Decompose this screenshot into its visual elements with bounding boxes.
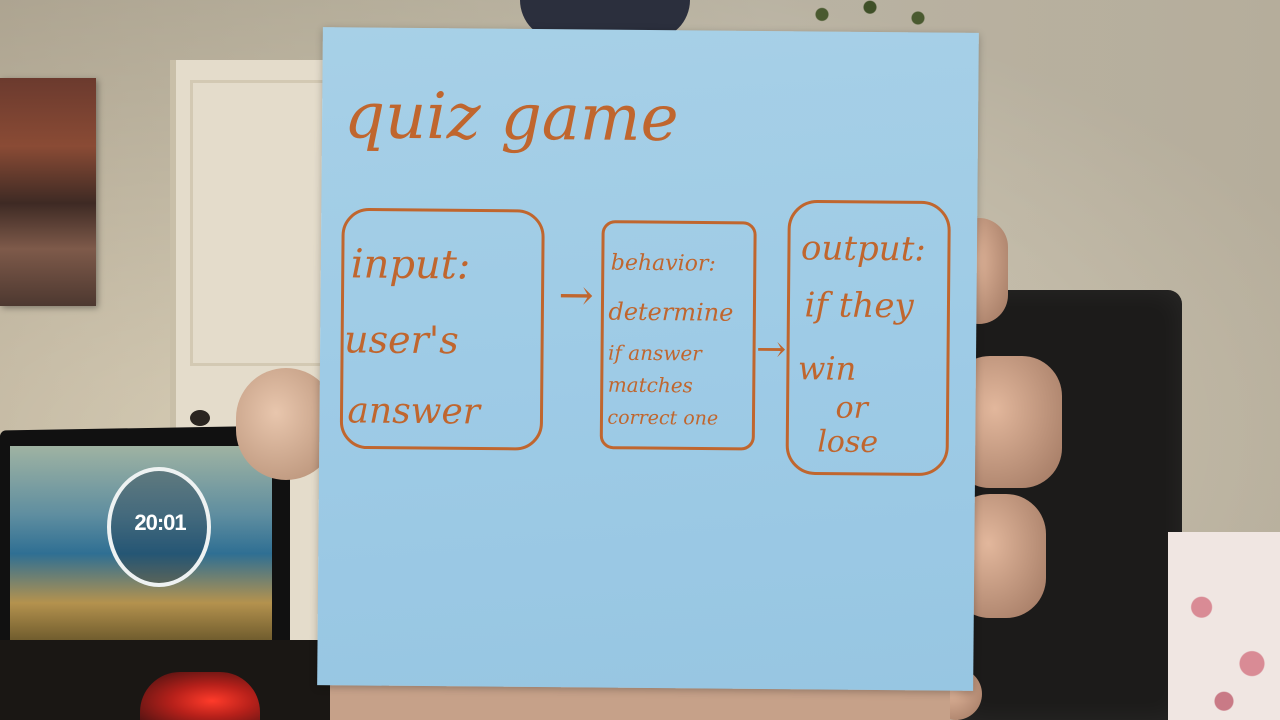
- box2-line: correct one: [607, 407, 718, 430]
- clock-time: 20:01: [134, 510, 186, 535]
- note-title: quiz game: [344, 79, 679, 156]
- box1-line: user's: [344, 317, 459, 362]
- arrow-icon: →: [558, 270, 594, 319]
- note-drawing: quiz game input: user's answer → behavio…: [339, 79, 951, 476]
- door-knob: [190, 410, 210, 426]
- bed-sheet: [1168, 532, 1280, 720]
- box3-line: lose: [817, 424, 878, 460]
- box3-line: if they: [804, 285, 914, 326]
- box3-line: win: [798, 349, 857, 388]
- wall-painting: [0, 78, 96, 306]
- arrow-icon: →: [756, 329, 787, 370]
- box2-line: behavior:: [611, 251, 716, 277]
- output-box: [785, 199, 951, 476]
- box2-line: determine: [608, 298, 733, 327]
- box1-line: answer: [347, 390, 482, 432]
- box1-line: input:: [351, 241, 471, 288]
- door-panel: [190, 80, 326, 366]
- box3-line: output:: [801, 228, 926, 269]
- gaming-mouse: [140, 672, 260, 720]
- box2-line: matches: [608, 373, 693, 398]
- behavior-box: [599, 220, 757, 451]
- input-box: [339, 208, 545, 451]
- clock-ring: [107, 467, 211, 587]
- box3-line: or: [835, 391, 869, 426]
- hanging-plant: [790, 0, 950, 36]
- box2-line: if answer: [608, 341, 703, 366]
- sticky-note: quiz game input: user's answer → behavio…: [317, 27, 979, 691]
